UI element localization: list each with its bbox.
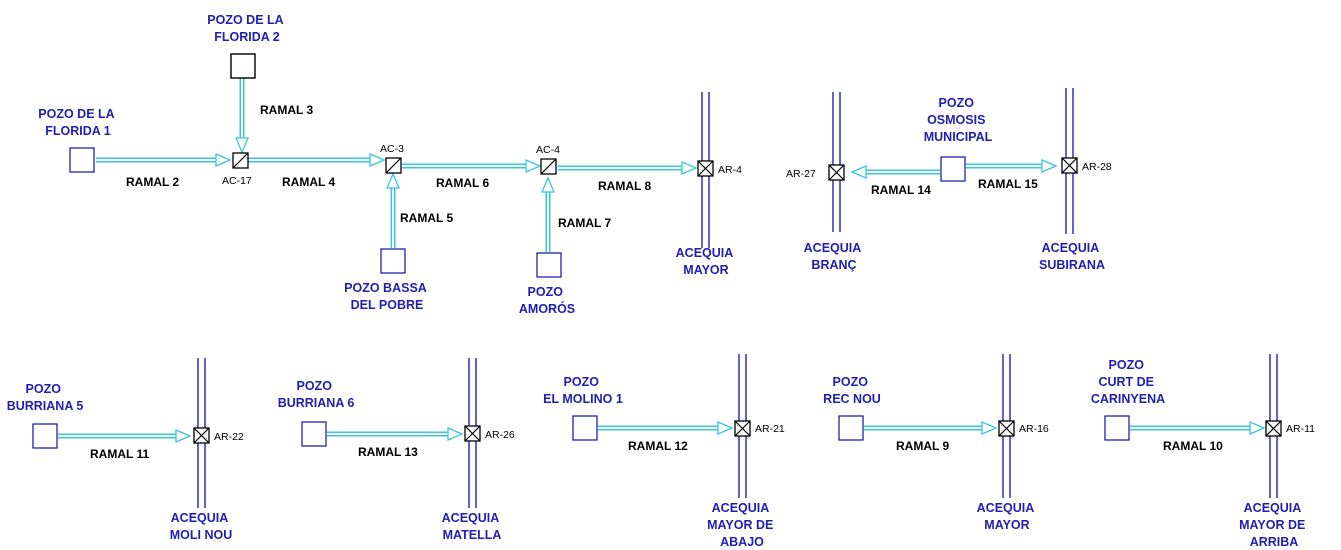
canal-mayor-top-label: ACEQUIA MAYOR — [676, 246, 737, 277]
node-ac17-label: AC-17 — [222, 175, 252, 187]
ramal-2-label: RAMAL 2 — [126, 175, 179, 189]
ramal-12-label: RAMAL 12 — [628, 439, 688, 453]
arrow-right-icon — [1249, 421, 1266, 435]
ramal-11-label: RAMAL 11 — [90, 447, 149, 461]
ramal-10-label: RAMAL 10 — [1163, 439, 1223, 453]
canal-mayor-de-abajo-label: ACEQUIA MAYOR DE ABAJO — [707, 501, 777, 549]
node-ar16 — [998, 420, 1015, 437]
node-ar16-label: AR-16 — [1019, 423, 1049, 435]
canal-matella-label: ACEQUIA MATELLA — [442, 511, 503, 542]
arrow-left-icon — [850, 165, 867, 179]
ramal-7-label: RAMAL 7 — [558, 216, 611, 230]
node-ar28-label: AR-28 — [1082, 161, 1112, 173]
well-burriana-6-box — [301, 421, 327, 447]
canal-mayor-de-arriba-label: ACEQUIA MAYOR DE ARRIBA — [1239, 501, 1309, 549]
well-florida-1-label: POZO DE LA FLORIDA 1 — [38, 107, 117, 138]
node-ar4-label: AR-4 — [718, 164, 742, 176]
well-osmosis-box — [940, 156, 966, 182]
ramal-15-label: RAMAL 15 — [978, 177, 1038, 191]
arrow-up-icon — [541, 176, 555, 193]
node-ar26 — [464, 425, 481, 442]
node-ar21 — [734, 420, 751, 437]
arrow-right-icon — [447, 427, 464, 441]
node-ar4 — [697, 160, 714, 177]
node-ar21-label: AR-21 — [755, 423, 785, 435]
node-ac17 — [232, 152, 249, 169]
well-amoros-box — [536, 252, 562, 278]
pipes — [58, 78, 1252, 439]
well-el-molino-box — [572, 415, 598, 441]
node-ar26-label: AR-26 — [485, 429, 515, 441]
node-ac4-label: AC-4 — [536, 144, 560, 156]
well-bassa-box — [380, 248, 406, 274]
well-florida-2-label: POZO DE LA FLORIDA 2 — [207, 13, 286, 44]
branch-labels: RAMAL 2 RAMAL 3 RAMAL 4 RAMAL 5 RAMAL 6 … — [90, 103, 1223, 461]
ramal-6-label: RAMAL 6 — [436, 176, 489, 190]
node-ar27-label: AR-27 — [786, 168, 816, 180]
well-labels: POZO DE LA FLORIDA 1 POZO DE LA FLORIDA … — [7, 13, 1165, 413]
ramal-4-label: RAMAL 4 — [282, 175, 335, 189]
canal-moli-nou-label: ACEQUIA MOLI NOU — [170, 511, 233, 542]
ramal-14-label: RAMAL 14 — [871, 183, 931, 197]
ramal-8-label: RAMAL 8 — [598, 179, 651, 193]
well-osmosis-label: POZO OSMOSIS MUNICIPAL — [924, 96, 993, 144]
well-rec-nou-box — [838, 415, 864, 441]
arrow-right-icon — [681, 161, 698, 175]
canal-subirana-label: ACEQUIA SUBIRANA — [1039, 241, 1105, 272]
well-burriana-5-box — [32, 423, 58, 449]
nodes — [193, 152, 1282, 444]
node-ar11-label: AR-11 — [1286, 423, 1315, 435]
node-ar11 — [1265, 420, 1282, 437]
well-el-molino-label: POZO EL MOLINO 1 — [543, 375, 623, 406]
node-ac4 — [540, 158, 557, 175]
node-ar22 — [193, 427, 210, 444]
canal-branc-label: ACEQUIA BRANÇ — [804, 241, 865, 272]
flow-arrows — [175, 137, 1266, 443]
ramal-5-label: RAMAL 5 — [400, 211, 453, 225]
arrow-right-icon — [369, 153, 386, 167]
ramal-3-label: RAMAL 3 — [260, 103, 313, 117]
arrow-right-icon — [215, 153, 232, 167]
node-ac3 — [385, 157, 402, 174]
node-ar22-label: AR-22 — [214, 431, 244, 443]
arrow-right-icon — [981, 421, 998, 435]
arrow-down-icon — [235, 137, 249, 154]
canal-branc — [832, 92, 841, 232]
well-burriana-5-label: POZO BURRIANA 5 — [7, 382, 84, 413]
arrow-right-icon — [175, 429, 192, 443]
well-florida-1-box — [69, 147, 95, 173]
arrow-right-icon — [717, 421, 734, 435]
well-bassa-label: POZO BASSA DEL POBRE — [344, 281, 430, 312]
node-labels: AC-17 AC-3 AC-4 AR-4 AR-27 AR-28 AR-22 A… — [214, 143, 1315, 443]
ramal-13-label: RAMAL 13 — [358, 445, 418, 459]
wells — [32, 53, 1130, 449]
arrow-right-icon — [525, 159, 542, 173]
well-florida-2-box — [230, 53, 256, 79]
node-ar27 — [828, 164, 845, 181]
node-ac3-label: AC-3 — [380, 143, 404, 155]
ramal-9-label: RAMAL 9 — [896, 439, 949, 453]
well-amoros-label: POZO AMORÓS — [519, 285, 575, 316]
well-curt-label: POZO CURT DE CARINYENA — [1091, 358, 1165, 406]
canal-mayor-bottom-label: ACEQUIA MAYOR — [977, 501, 1038, 532]
node-ar28 — [1061, 157, 1078, 174]
arrow-right-icon — [1041, 159, 1058, 173]
canal-labels: ACEQUIA MAYOR ACEQUIA BRANÇ ACEQUIA SUBI… — [170, 241, 1309, 549]
arrow-up-icon — [386, 172, 400, 189]
well-curt-box — [1104, 415, 1130, 441]
well-burriana-6-label: POZO BURRIANA 6 — [278, 379, 355, 410]
well-rec-nou-label: POZO REC NOU — [823, 375, 881, 406]
